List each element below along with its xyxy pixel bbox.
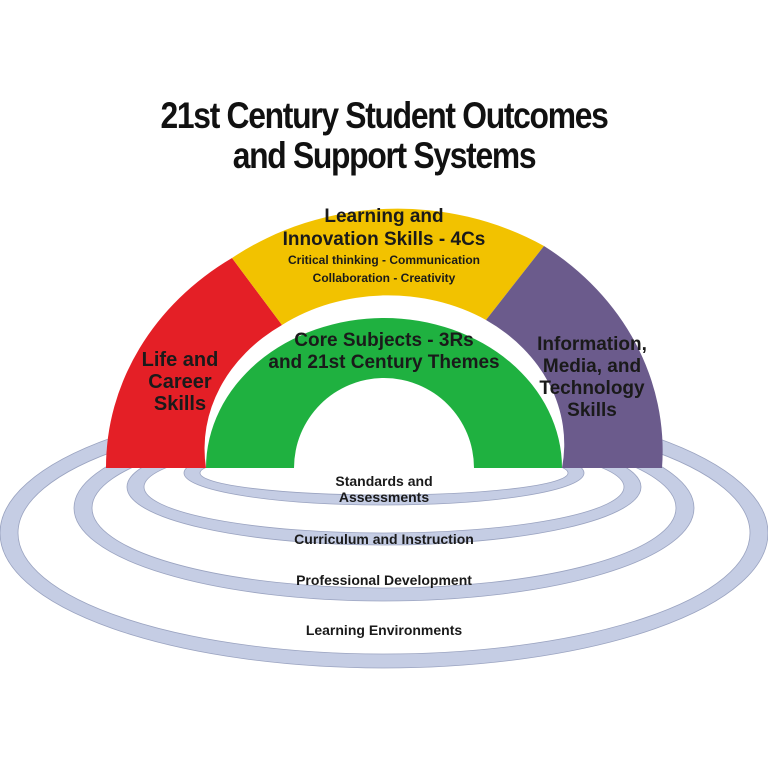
professional-development-label: Professional Development: [296, 572, 472, 588]
sector-life-career-skills: [105, 258, 282, 468]
info-media-tech-line-4: Skills: [567, 400, 617, 421]
curriculum-instruction-label: Curriculum and Instruction: [294, 531, 474, 547]
sector-information-media-technology-skills: [486, 246, 663, 468]
life-career-line-3: Skills: [154, 393, 206, 415]
learning-environments-label: Learning Environments: [306, 622, 463, 638]
standards-line-2: Assessments: [339, 489, 429, 505]
life-career-label: Life and Career Skills: [142, 349, 219, 415]
standards-line-1: Standards and: [335, 473, 432, 489]
learning-innovation-detail-2: Collaboration - Creativity: [313, 271, 456, 285]
learning-innovation-heading-2: Innovation Skills - 4Cs: [283, 229, 486, 250]
support-systems-labels: Standards and Assessments Curriculum and…: [294, 473, 474, 638]
info-media-tech-line-3: Technology: [539, 378, 645, 399]
core-subjects-line-2: and 21st Century Themes: [268, 352, 499, 373]
core-subjects-label: Core Subjects - 3Rs and 21st Century The…: [268, 330, 499, 373]
learning-innovation-detail-1: Critical thinking - Communication: [288, 253, 480, 267]
life-career-line-1: Life and: [142, 349, 219, 371]
info-media-tech-line-2: Media, and: [543, 356, 641, 377]
information-media-technology-label: Information, Media, and Technology Skill…: [537, 334, 647, 421]
band-core-subjects: [206, 318, 562, 468]
learning-innovation-label: Learning and Innovation Skills - 4Cs Cri…: [283, 206, 486, 285]
core-subjects-line-1: Core Subjects - 3Rs: [294, 330, 474, 351]
learning-innovation-heading-1: Learning and: [324, 206, 443, 227]
sector-learning-innovation-skills: [232, 208, 544, 325]
title-line-2: and Support Systems: [232, 135, 537, 176]
info-media-tech-line-1: Information,: [537, 334, 647, 355]
life-career-line-2: Career: [148, 371, 212, 393]
title-line-1: 21st Century Student Outcomes: [160, 95, 608, 136]
